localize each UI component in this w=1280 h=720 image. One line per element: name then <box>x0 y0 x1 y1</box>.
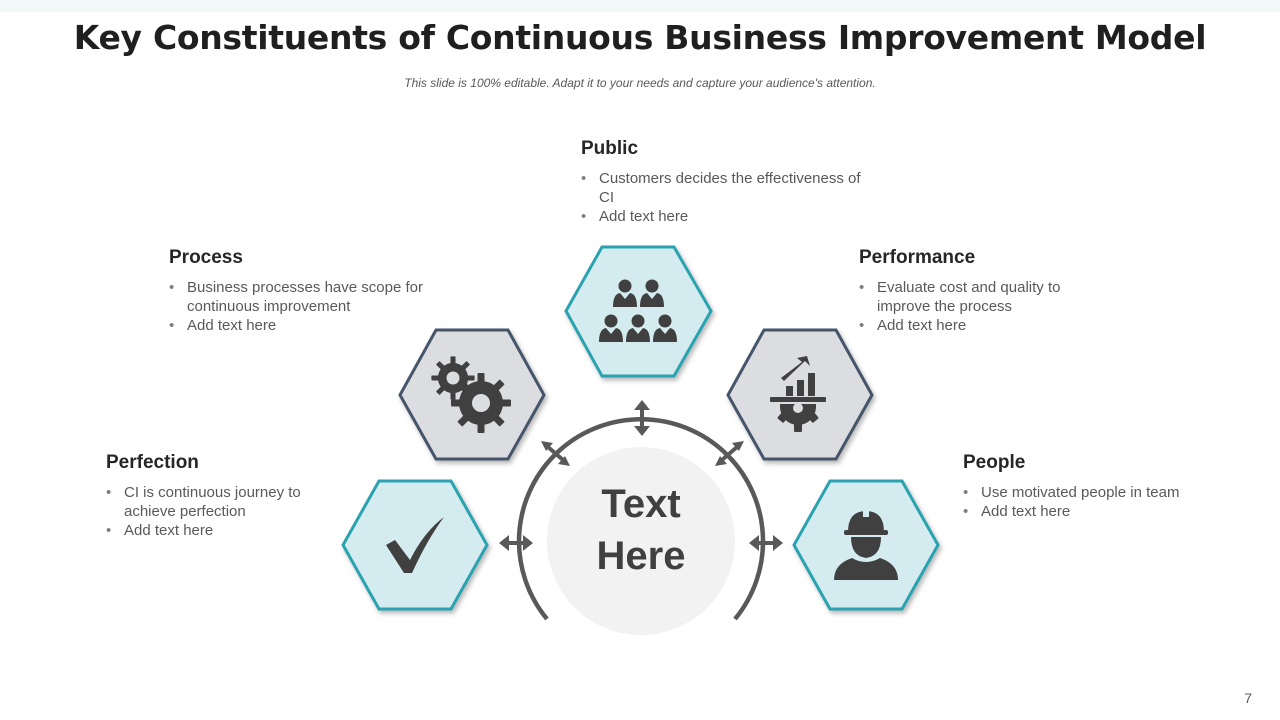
people-block: People Use motivated people in team Add … <box>963 452 1183 521</box>
people-bullet: Use motivated people in team <box>963 483 1183 502</box>
center-circle <box>547 447 735 635</box>
people-heading: People <box>963 452 1026 473</box>
page-number: 7 <box>1244 690 1252 706</box>
process-block: Process Business processes have scope fo… <box>169 247 459 335</box>
top-accent-bar <box>0 0 1280 12</box>
performance-bullet: Evaluate cost and quality to improve the… <box>859 278 1099 316</box>
process-heading: Process <box>169 247 243 268</box>
perfection-bullets: CI is continuous journey to achieve perf… <box>106 483 334 540</box>
center-label-line1: Text <box>601 482 681 526</box>
performance-bullets: Evaluate cost and quality to improve the… <box>859 278 1099 335</box>
process-bullet: Business processes have scope for contin… <box>169 278 459 316</box>
center-label: Text Here <box>548 478 734 582</box>
center-label-line2: Here <box>596 534 686 578</box>
public-bullet: Customers decides the effectiveness of C… <box>581 169 871 207</box>
growth-gear-icon <box>770 356 826 432</box>
people-hexagon <box>792 479 940 611</box>
performance-hexagon <box>726 328 874 461</box>
process-bullets: Business processes have scope for contin… <box>169 278 459 335</box>
connector-arrows <box>499 400 783 551</box>
public-bullet: Add text here <box>581 207 871 226</box>
slide-title: Key Constituents of Continuous Business … <box>73 18 1207 57</box>
public-bullets: Customers decides the effectiveness of C… <box>581 169 871 226</box>
perfection-hexagon <box>341 479 489 611</box>
performance-bullet: Add text here <box>859 316 1099 335</box>
slide-subtitle: This slide is 100% editable. Adapt it to… <box>404 76 876 90</box>
performance-heading: Performance <box>859 247 976 268</box>
perfection-block: Perfection CI is continuous journey to a… <box>106 452 334 540</box>
public-heading: Public <box>581 138 639 159</box>
people-bullet: Add text here <box>963 502 1183 521</box>
people-bullets: Use motivated people in team Add text he… <box>963 483 1183 521</box>
checkmark-icon <box>386 517 444 573</box>
perfection-bullet: Add text here <box>106 521 334 540</box>
process-hexagon <box>398 328 546 461</box>
perfection-heading: Perfection <box>106 452 199 473</box>
performance-block: Performance Evaluate cost and quality to… <box>859 247 1099 335</box>
process-bullet: Add text here <box>169 316 459 335</box>
worker-icon <box>834 509 898 580</box>
perfection-bullet: CI is continuous journey to achieve perf… <box>106 483 334 521</box>
public-block: Public Customers decides the effectivene… <box>581 138 871 226</box>
public-hexagon <box>564 245 713 378</box>
gears-icon <box>431 356 511 433</box>
